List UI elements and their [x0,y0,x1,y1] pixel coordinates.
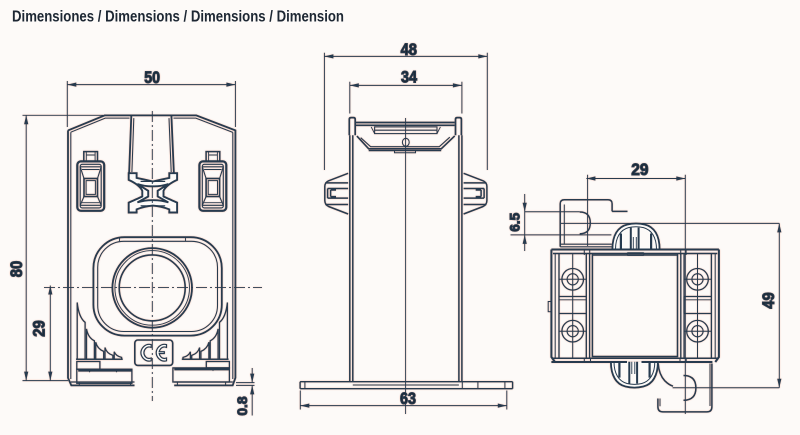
svg-text:48: 48 [401,41,417,59]
svg-text:34: 34 [401,69,418,87]
svg-text:80: 80 [8,261,26,278]
svg-text:6.5: 6.5 [508,212,523,231]
svg-text:29: 29 [631,161,648,179]
svg-text:49: 49 [760,292,778,309]
svg-text:50: 50 [144,69,160,87]
svg-text:63: 63 [400,390,416,408]
svg-text:0.8: 0.8 [235,396,250,416]
svg-text:Dimensiones / Dimensions / Dim: Dimensiones / Dimensions / Dimensions / … [12,9,344,26]
svg-text:29: 29 [30,320,48,337]
